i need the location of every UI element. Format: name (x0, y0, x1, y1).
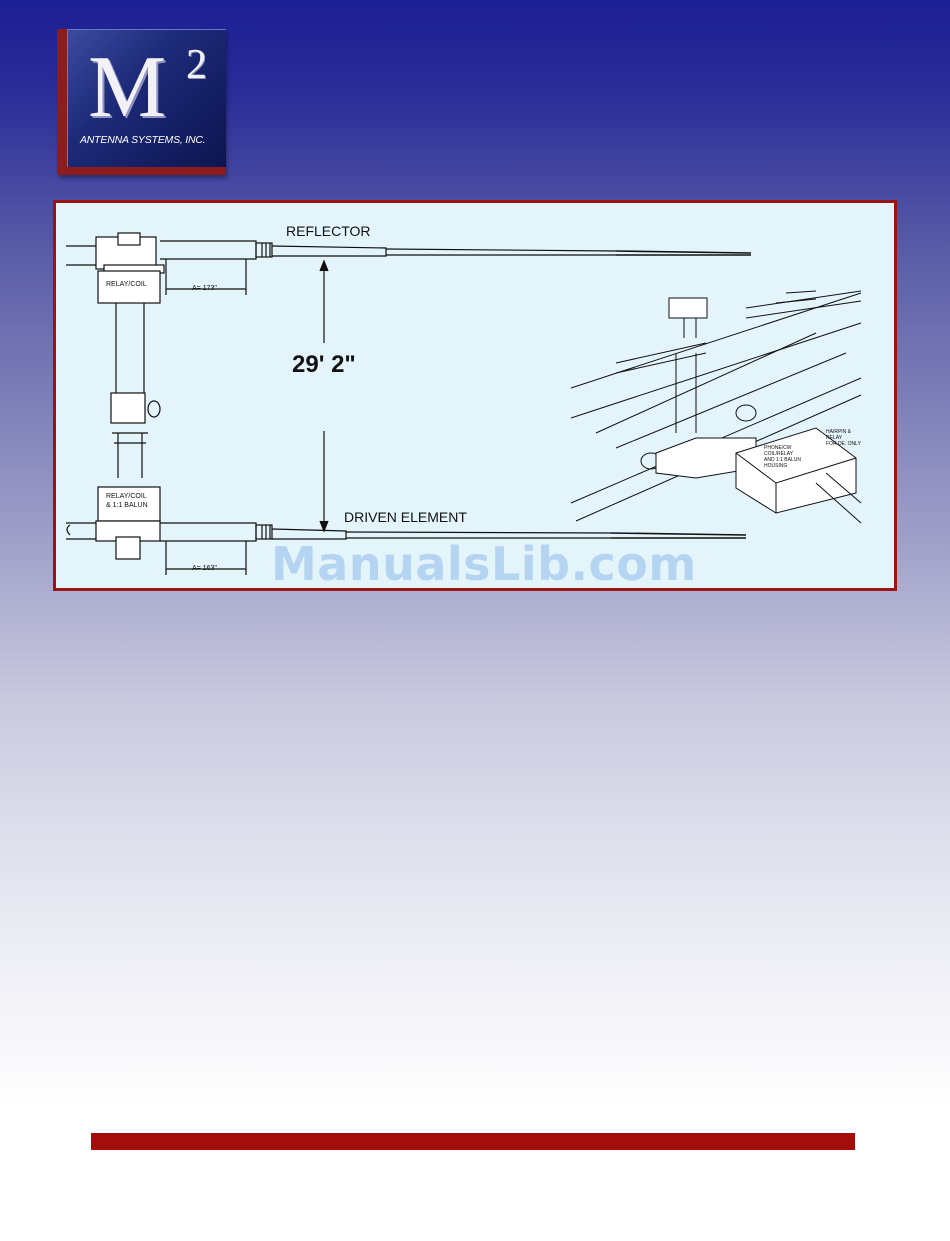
company-logo: M 2 ANTENNA SYSTEMS, INC. (57, 29, 225, 175)
element-spacing-label: 29' 2" (292, 351, 356, 379)
logo-subtitle: ANTENNA SYSTEMS, INC. (80, 134, 220, 146)
relay-coil-bottom-label: RELAY/COIL (106, 493, 147, 500)
dimension-bottom-label: A= 163" (192, 565, 217, 572)
driven-element-label: DRIVEN ELEMENT (344, 509, 467, 525)
detail-housing-label-4: HOUSING (764, 463, 787, 469)
antenna-diagram: REFLECTOR DRIVEN ELEMENT 29' 2" RELAY/CO… (53, 200, 897, 591)
balun-label: & 1:1 BALUN (106, 502, 148, 509)
reflector-label: REFLECTOR (286, 223, 371, 239)
logo-letter: M (88, 44, 164, 132)
antenna-drawing (56, 203, 894, 588)
relay-coil-top-label: RELAY/COIL (106, 281, 147, 288)
logo-superscript: 2 (186, 44, 207, 86)
logo-badge: M 2 ANTENNA SYSTEMS, INC. (67, 29, 226, 167)
dimension-top-label: A= 173" (192, 285, 217, 292)
detail-hairpin-label-3: FOR DE. ONLY (826, 441, 861, 447)
watermark: ManualsLib.com (271, 537, 691, 591)
footer-bar (91, 1133, 855, 1150)
